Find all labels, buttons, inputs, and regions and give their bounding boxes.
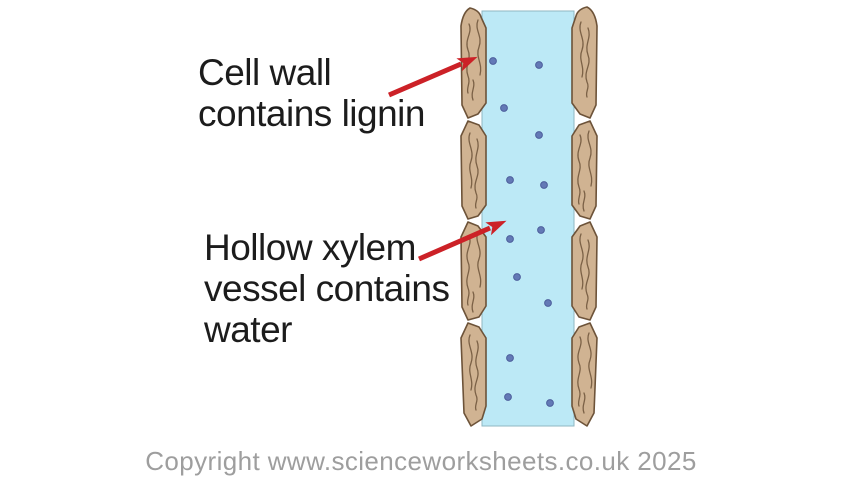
cell-wall-segment — [460, 322, 487, 427]
cell-wall-label: Cell wall contains lignin — [198, 52, 425, 134]
cell-wall-segment — [460, 7, 487, 119]
water-molecule — [535, 61, 543, 69]
water-molecule — [506, 354, 514, 362]
cell-wall-segment — [571, 221, 598, 321]
water-molecule — [546, 399, 554, 407]
label-line: vessel contains — [204, 268, 450, 309]
water-molecule — [489, 57, 497, 65]
cell-wall-segment — [571, 6, 598, 119]
copyright-notice: Copyright www.scienceworksheets.co.uk 20… — [145, 446, 697, 476]
water-molecule — [506, 176, 514, 184]
label-line: water — [204, 309, 292, 350]
xylem-vessel-arrow — [417, 220, 507, 262]
cell-wall-segment — [571, 120, 598, 220]
cell-wall-right — [571, 6, 598, 427]
water-molecule — [535, 131, 543, 139]
water-molecules — [489, 57, 554, 407]
water-molecule — [513, 273, 521, 281]
water-molecule — [540, 181, 548, 189]
cell-wall-segment — [571, 322, 598, 427]
water-molecule — [506, 235, 514, 243]
xylem-vessel-label: Hollow xylem vessel contains water — [204, 227, 450, 350]
water-molecule — [537, 226, 545, 234]
water-molecule — [504, 393, 512, 401]
label-line: contains lignin — [198, 93, 425, 134]
water-molecule — [500, 104, 508, 112]
water-molecule — [544, 299, 552, 307]
cell-wall-segment — [460, 120, 487, 220]
xylem-water-column — [481, 10, 575, 427]
label-line: Cell wall — [198, 52, 332, 93]
cell-wall-arrow — [388, 56, 478, 98]
label-line: Hollow xylem — [204, 227, 416, 268]
